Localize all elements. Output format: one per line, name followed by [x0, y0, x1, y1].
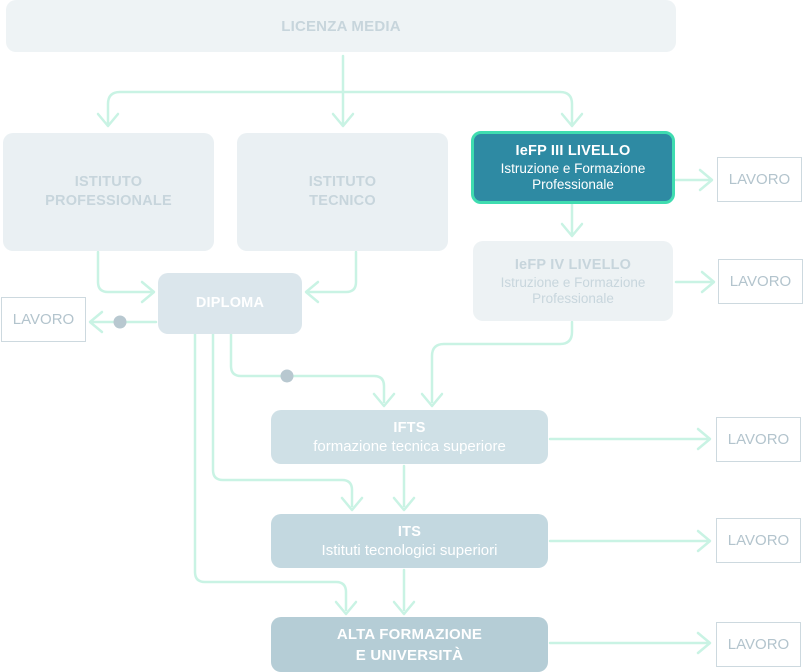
node-iefp-iv-livello[interactable]: IeFP IV LIVELLO Istruzione e Formazione …: [473, 241, 673, 321]
arrowhead-diploma-left: [140, 280, 156, 304]
arrowhead-lavoro-iefp3: [698, 168, 714, 192]
node-iefp-iii-subtitle: Istruzione e Formazione Professionale: [500, 161, 646, 192]
arrowhead-iefp3: [560, 112, 584, 128]
junction-dot-diploma-lavoro: [113, 315, 127, 329]
arrowhead-ifts-left: [372, 392, 396, 408]
lavoro-label: LAVORO: [728, 171, 791, 188]
arrowhead-professionale: [96, 112, 120, 128]
lavoro-label: LAVORO: [727, 431, 790, 448]
node-diploma-title: DIPLOMA: [195, 295, 265, 311]
arrowhead-lavoro-alta: [696, 631, 712, 655]
connector-diploma-alta: [193, 332, 348, 612]
node-licenza-media-title: LICENZA MEDIA: [281, 17, 401, 35]
connector-diploma-its: [211, 332, 354, 508]
arrowhead-lavoro-its: [696, 529, 712, 553]
connector-tecnico-diploma: [306, 250, 358, 294]
connector-diploma-ifts: [229, 332, 386, 404]
lavoro-label: LAVORO: [727, 532, 790, 549]
arrowhead-lavoro-diploma: [88, 310, 104, 334]
node-iefp-iii-title: IeFP III LIVELLO: [515, 143, 631, 159]
lavoro-box-its[interactable]: LAVORO: [716, 518, 801, 563]
node-its-title: ITS: [397, 524, 422, 540]
lavoro-box-diploma[interactable]: LAVORO: [1, 297, 86, 342]
lavoro-box-alta[interactable]: LAVORO: [716, 622, 801, 667]
lavoro-box-iefp4[interactable]: LAVORO: [718, 259, 803, 304]
arrowhead-its-mid: [392, 496, 416, 512]
arrowhead-tecnico: [331, 112, 355, 128]
arrowhead-diploma-right: [304, 280, 320, 304]
arrowhead-iefp4: [560, 222, 584, 238]
node-iefp-iv-title: IeFP IV LIVELLO: [514, 256, 632, 273]
arrowhead-lavoro-ifts: [696, 427, 712, 451]
lavoro-label: LAVORO: [729, 273, 792, 290]
node-diploma[interactable]: DIPLOMA: [158, 273, 302, 334]
arrowhead-ifts-right: [420, 392, 444, 408]
lavoro-label: LAVORO: [12, 311, 75, 328]
arrowhead-alta-mid: [392, 600, 416, 616]
node-licenza-media[interactable]: LICENZA MEDIA: [6, 0, 676, 52]
node-istituto-professionale[interactable]: ISTITUTO PROFESSIONALE: [3, 133, 214, 251]
connector-iefp4-ifts: [430, 320, 574, 404]
arrowhead-its-left: [340, 496, 364, 512]
node-alta-formazione-title: ALTA FORMAZIONE E UNIVERSITÀ: [336, 625, 483, 664]
node-ifts[interactable]: IFTS formazione tecnica superiore: [271, 410, 548, 464]
connector-licenza-branch: [106, 90, 574, 126]
junction-dot-diploma-ifts: [280, 369, 294, 383]
arrowhead-alta-left: [334, 600, 358, 616]
node-ifts-subtitle: formazione tecnica superiore: [313, 438, 506, 455]
node-istituto-professionale-title: ISTITUTO PROFESSIONALE: [45, 174, 172, 209]
node-iefp-iii-livello[interactable]: IeFP III LIVELLO Istruzione e Formazione…: [471, 131, 675, 204]
node-istituto-tecnico-title: ISTITUTO TECNICO: [308, 174, 377, 209]
lavoro-box-iefp3[interactable]: LAVORO: [717, 157, 802, 202]
lavoro-box-ifts[interactable]: LAVORO: [716, 417, 801, 462]
lavoro-label: LAVORO: [727, 636, 790, 653]
node-istituto-tecnico[interactable]: ISTITUTO TECNICO: [237, 133, 448, 251]
node-its[interactable]: ITS Istituti tecnologici superiori: [271, 514, 548, 568]
arrowhead-lavoro-iefp4: [700, 270, 716, 294]
connector-professionale-diploma: [96, 250, 154, 294]
node-its-subtitle: Istituti tecnologici superiori: [321, 542, 498, 559]
node-iefp-iv-subtitle: Istruzione e Formazione Professionale: [500, 274, 646, 306]
node-alta-formazione[interactable]: ALTA FORMAZIONE E UNIVERSITÀ: [271, 617, 548, 672]
node-ifts-title: IFTS: [393, 420, 426, 436]
